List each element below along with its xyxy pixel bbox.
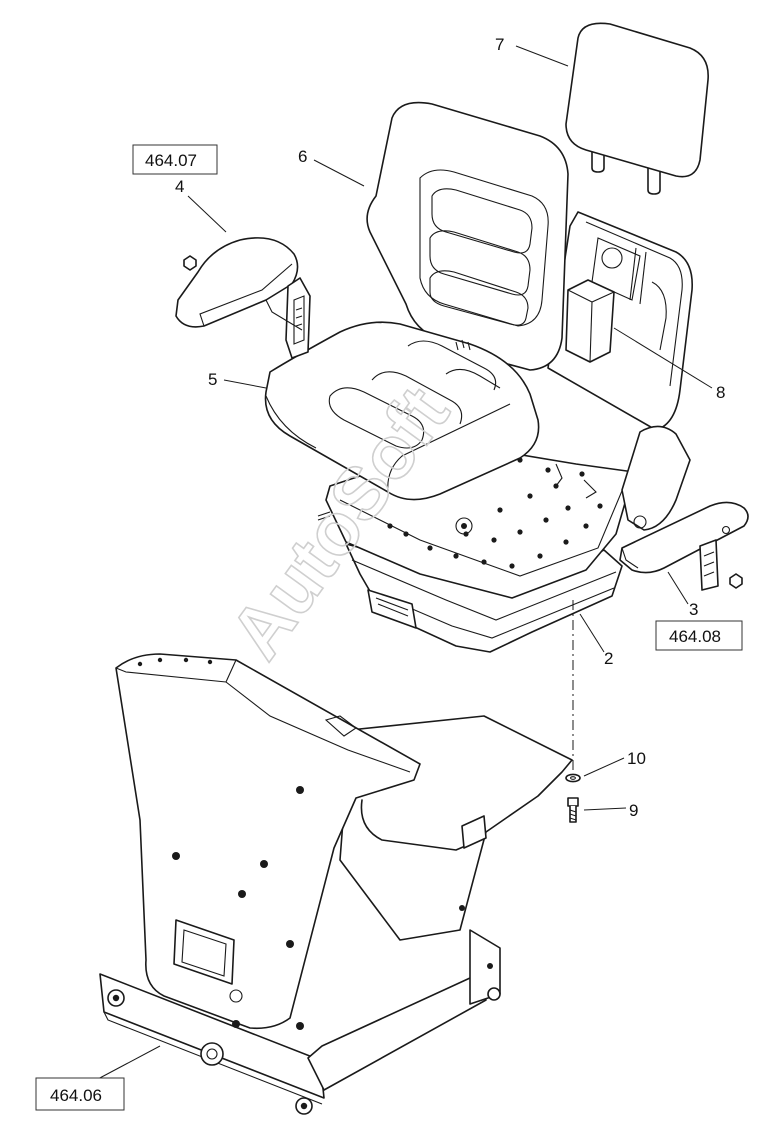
- callout-8: 8: [716, 383, 725, 402]
- leader-lines: [95, 45, 713, 1081]
- callout-6: 6: [298, 147, 307, 166]
- callout-9: 9: [629, 801, 638, 820]
- lumbar-support-box: [565, 279, 615, 363]
- armrest-right: [619, 425, 749, 591]
- seat-base-console: [99, 653, 573, 1115]
- seat-cushion: [264, 321, 540, 501]
- callout-7: 7: [495, 35, 504, 54]
- bolt: [567, 797, 579, 823]
- reference-label-base: 464.06: [50, 1086, 102, 1105]
- callout-5: 5: [208, 370, 217, 389]
- reference-box-armrest-left: [132, 144, 218, 175]
- callout-3: 3: [689, 600, 698, 619]
- callout-4: 4: [175, 177, 184, 196]
- callout-2: 2: [604, 649, 613, 668]
- reference-box-armrest-right: [655, 620, 743, 651]
- reference-label-armrest-left: 464.07: [145, 151, 197, 170]
- armrest-left: [175, 237, 311, 359]
- reference-box-base: [35, 1077, 125, 1111]
- backrest-cushion: [366, 101, 569, 371]
- callout-10: 10: [627, 749, 646, 768]
- reference-label-armrest-right: 464.08: [669, 627, 721, 646]
- headrest: [565, 22, 709, 195]
- washer: [565, 773, 581, 783]
